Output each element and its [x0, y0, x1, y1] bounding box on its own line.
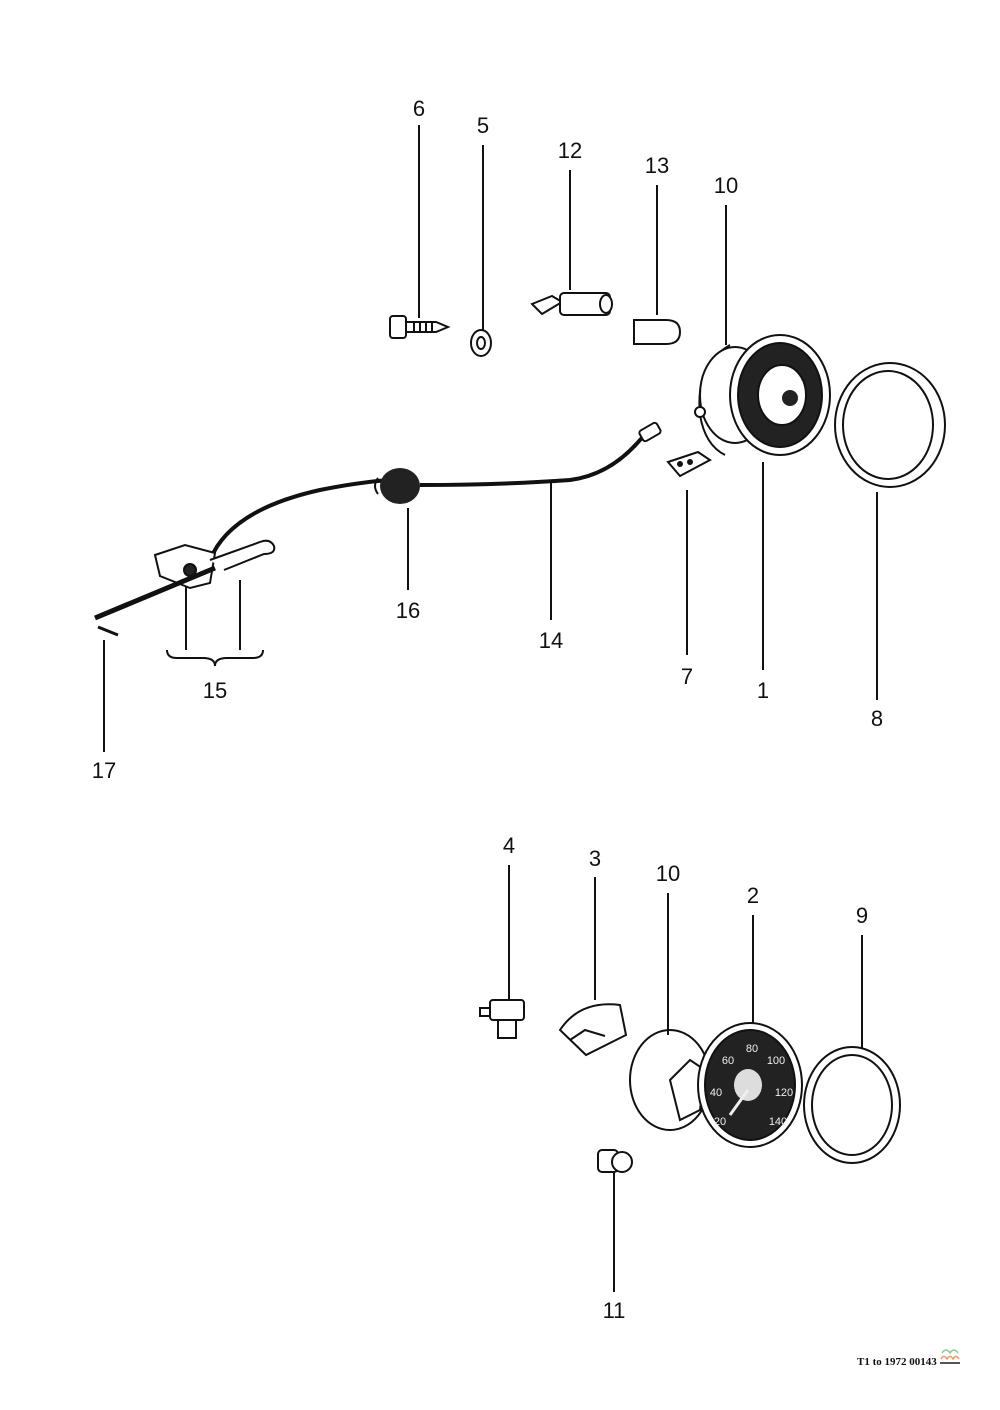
callout-2: 2 [747, 883, 759, 908]
screw-part-6 [389, 315, 451, 339]
callout-1: 1 [757, 678, 769, 703]
samba-logo-icon [940, 1349, 960, 1364]
dial-label: 20 [714, 1116, 726, 1128]
callout-17: 17 [92, 758, 116, 783]
callout-13: 13 [645, 153, 669, 178]
speedometer-part-2: 20 40 60 80 100 120 140 [668, 1022, 803, 1148]
switch-part-4 [479, 999, 525, 1039]
callout-5: 5 [477, 113, 489, 138]
callout-15: 15 [203, 678, 227, 703]
footer-caption: T1 to 1972 00143 [857, 1356, 937, 1368]
grommet-part-16 [374, 468, 420, 504]
bezel-ring-part-9 [803, 1046, 901, 1164]
washer-part-5 [470, 329, 492, 357]
bulb-holder-part-12 [530, 292, 613, 316]
bezel-ring-part-8 [834, 362, 946, 488]
callout-9: 9 [856, 903, 868, 928]
dial-label: 40 [710, 1087, 722, 1099]
callout-16: 16 [396, 598, 420, 623]
dial-label: 140 [769, 1116, 787, 1128]
indicator-housing-part-3 [558, 1003, 628, 1057]
callout-3: 3 [589, 846, 601, 871]
callout-6: 6 [413, 96, 425, 121]
dial-label: 100 [767, 1055, 785, 1067]
callout-7: 7 [681, 664, 693, 689]
cable-bracket-part-15 [94, 539, 276, 621]
dial-label: 60 [722, 1055, 734, 1067]
callout-labels: 6 5 12 13 10 1 8 7 14 16 15 17 4 3 10 2 … [92, 96, 883, 1323]
callout-4: 4 [503, 833, 515, 858]
callout-14: 14 [539, 628, 563, 653]
bulb-part-13 [633, 319, 682, 345]
dial-label: 120 [775, 1087, 793, 1099]
clip-part-7 [666, 450, 712, 478]
callout-10-upper: 10 [714, 173, 738, 198]
pin-part-17 [97, 625, 119, 637]
callout-8: 8 [871, 706, 883, 731]
speedometer-cable-part-14 [208, 421, 662, 561]
bulb-part-11 [597, 1149, 633, 1173]
callout-12: 12 [558, 138, 582, 163]
speedometer-part-1 [694, 334, 831, 456]
dial-label: 80 [746, 1043, 758, 1055]
callout-11: 11 [603, 1298, 626, 1323]
callout-10-lower: 10 [656, 861, 680, 886]
